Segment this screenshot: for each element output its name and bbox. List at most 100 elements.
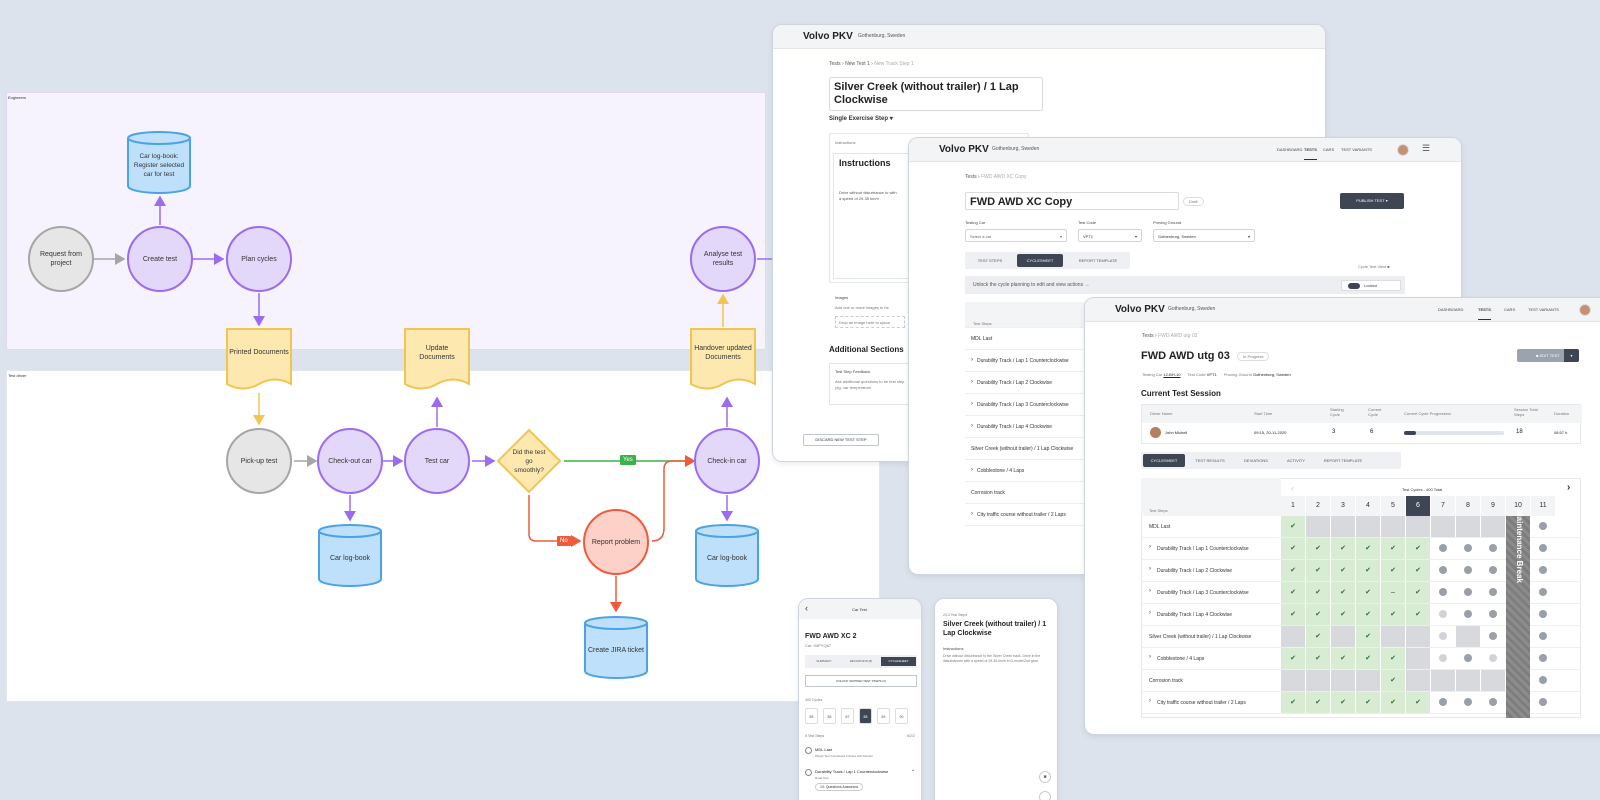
cycle-done-check-icon[interactable]: ✔ (1281, 538, 1305, 559)
cycle-done-check-icon[interactable]: ✔ (1306, 538, 1330, 559)
cycle-pending-dot-icon[interactable] (1531, 560, 1555, 581)
cycle-done-check-icon[interactable]: ✔ (1356, 626, 1380, 647)
back-icon[interactable]: ‹ (805, 603, 808, 613)
table-row[interactable]: ›Durability Track / Lap 1 Counterclockwi… (965, 350, 1090, 372)
cycle-chip[interactable]: 89 (877, 708, 890, 724)
step-check-icon[interactable] (805, 747, 812, 754)
cycle-done-check-icon[interactable]: ✔ (1281, 582, 1305, 603)
cycle-done-check-icon[interactable]: ✔ (1281, 604, 1305, 625)
cycle-done-check-icon[interactable]: ✔ (1331, 604, 1355, 625)
cycle-pending-dot-icon[interactable] (1481, 538, 1505, 559)
table-row[interactable] (1141, 560, 1581, 582)
mtab-cyclesheet[interactable]: CYCLESHEET (881, 657, 916, 666)
cycle-view-link[interactable]: Cycle Test View ■ (1358, 264, 1390, 269)
cycle-header[interactable]: 1 (1281, 496, 1305, 516)
cycle-open-dot-icon[interactable] (1481, 648, 1505, 669)
nav-tests[interactable]: TESTS (1478, 307, 1491, 320)
test-title-input[interactable]: FWD AWD XC Copy (965, 192, 1179, 210)
discard-button[interactable]: DISCARD NEW TEST STEP (803, 434, 879, 446)
cycle-header[interactable]: 6 (1406, 496, 1430, 516)
testing-car-value[interactable]: 12-BH-10 (1163, 372, 1181, 377)
cycle-pending-dot-icon[interactable] (1481, 582, 1505, 603)
cycle-done-check-icon[interactable]: ✔ (1306, 626, 1330, 647)
crumb-new-test[interactable]: New Test 1 (845, 61, 870, 67)
cycle-done-check-icon[interactable]: ✔ (1331, 692, 1355, 713)
cycle-done-check-icon[interactable]: ✔ (1356, 648, 1380, 669)
cycle-header[interactable]: 10 (1506, 496, 1530, 516)
avatar[interactable] (1397, 144, 1409, 156)
cycle-done-check-icon[interactable]: ✔ (1356, 692, 1380, 713)
cycle-pending-dot-icon[interactable] (1456, 692, 1480, 713)
step-title-input[interactable]: Silver Creek (without trailer) / 1 Lap C… (829, 77, 1043, 111)
tab-activity[interactable]: ACTIVITY (1286, 458, 1305, 463)
nav-tests[interactable]: TESTS (1304, 147, 1317, 160)
mtab-summary[interactable]: SUMMARY (816, 659, 832, 663)
cycle-done-check-icon[interactable]: ✔ (1356, 560, 1380, 581)
nav-dashboard[interactable]: DASHBOARD (1438, 307, 1464, 312)
cycle-header[interactable]: 4 (1356, 496, 1380, 516)
step-type-select[interactable]: Single Exercise Step ▾ (829, 115, 893, 122)
cycle-done-check-icon[interactable]: ✔ (1356, 582, 1380, 603)
tab-test-results[interactable]: TEST RESULTS (1195, 458, 1225, 463)
cycle-pending-dot-icon[interactable] (1531, 604, 1555, 625)
cycle-chip[interactable]: 87 (841, 708, 854, 724)
cycle-done-check-icon[interactable]: ✔ (1381, 670, 1405, 691)
prev-cycles-icon[interactable]: ‹ (1291, 484, 1294, 493)
cycle-pending-dot-icon[interactable] (1531, 648, 1555, 669)
nav-cars[interactable]: CARS (1323, 147, 1335, 152)
cycle-done-check-icon[interactable]: ✔ (1306, 560, 1330, 581)
cycle-header[interactable]: 8 (1456, 496, 1480, 516)
mtab-deviations[interactable]: DEVIATIONS (8) (849, 659, 873, 663)
chevron-down-icon[interactable]: ⌄ (911, 767, 916, 773)
table-row[interactable] (1141, 670, 1581, 692)
crumb-tests[interactable]: Tests (1142, 333, 1154, 339)
cycle-header[interactable]: 7 (1431, 496, 1455, 516)
cycle-done-check-icon[interactable]: ✔ (1381, 538, 1405, 559)
cycle-done-check-icon[interactable]: ✔ (1381, 692, 1405, 713)
crumb-tests[interactable]: Tests (829, 61, 841, 67)
cycle-chip[interactable]: 86 (823, 708, 836, 724)
cycle-done-check-icon[interactable]: ✔ (1406, 604, 1430, 625)
table-row[interactable]: ›Cobblestone / 4 Laps (965, 460, 1090, 482)
cycle-pending-dot-icon[interactable] (1481, 692, 1505, 713)
table-row[interactable]: ›City traffic course without trailer / 2… (965, 504, 1090, 526)
cycle-pending-dot-icon[interactable] (1431, 538, 1455, 559)
cycle-done-check-icon[interactable]: ✔ (1331, 582, 1355, 603)
cycle-header[interactable]: 3 (1331, 496, 1355, 516)
step-check-icon[interactable] (805, 769, 812, 776)
avatar[interactable] (1579, 304, 1591, 316)
table-row[interactable] (1141, 582, 1581, 604)
cycle-header[interactable]: 9 (1481, 496, 1505, 516)
proving-ground-select[interactable]: Gothenburg, Sweden▾ (1153, 229, 1255, 242)
cycle-done-check-icon[interactable]: ✔ (1356, 538, 1380, 559)
cycle-pending-dot-icon[interactable] (1531, 516, 1555, 537)
cycle-pending-dot-icon[interactable] (1456, 604, 1480, 625)
cycle-done-check-icon[interactable]: ✔ (1331, 538, 1355, 559)
test-code-select[interactable]: VPT1▾ (1078, 229, 1142, 242)
cycle-pending-dot-icon[interactable] (1481, 604, 1505, 625)
cycle-pending-dot-icon[interactable] (1431, 692, 1455, 713)
menu-icon[interactable]: ☰ (1422, 143, 1431, 153)
cycle-pending-dot-icon[interactable] (1431, 560, 1455, 581)
cycle-done-check-icon[interactable]: ✔ (1281, 692, 1305, 713)
table-row[interactable] (1141, 538, 1581, 560)
tab-deviations[interactable]: DEVIATIONS (1244, 458, 1268, 463)
testing-car-select[interactable]: Select a car▾ (965, 229, 1067, 242)
mobile2-action-icon[interactable]: ■ (1039, 771, 1051, 783)
cycle-pending-dot-icon[interactable] (1531, 692, 1555, 713)
cycle-done-check-icon[interactable]: ✔ (1406, 582, 1430, 603)
cycle-done-check-icon[interactable]: ✔ (1306, 648, 1330, 669)
cycle-done-check-icon[interactable]: ✔ (1406, 560, 1430, 581)
cycle-pending-dot-icon[interactable] (1481, 626, 1505, 647)
cycle-pending-dot-icon[interactable] (1531, 582, 1555, 603)
cycle-pending-dot-icon[interactable] (1531, 538, 1555, 559)
cycle-done-check-icon[interactable]: ✔ (1281, 648, 1305, 669)
cycle-chip[interactable]: 88 (859, 708, 872, 724)
table-row[interactable] (1141, 692, 1581, 714)
table-row[interactable] (1141, 648, 1581, 670)
cycle-pending-dot-icon[interactable] (1456, 538, 1480, 559)
cycle-done-check-icon[interactable]: ✔ (1331, 560, 1355, 581)
table-row[interactable] (1141, 604, 1581, 626)
table-row[interactable]: ›Durability Track / Lap 4 Clockwise (965, 416, 1090, 438)
table-row[interactable]: ›Durability Track / Lap 3 Counterclockwi… (965, 394, 1090, 416)
